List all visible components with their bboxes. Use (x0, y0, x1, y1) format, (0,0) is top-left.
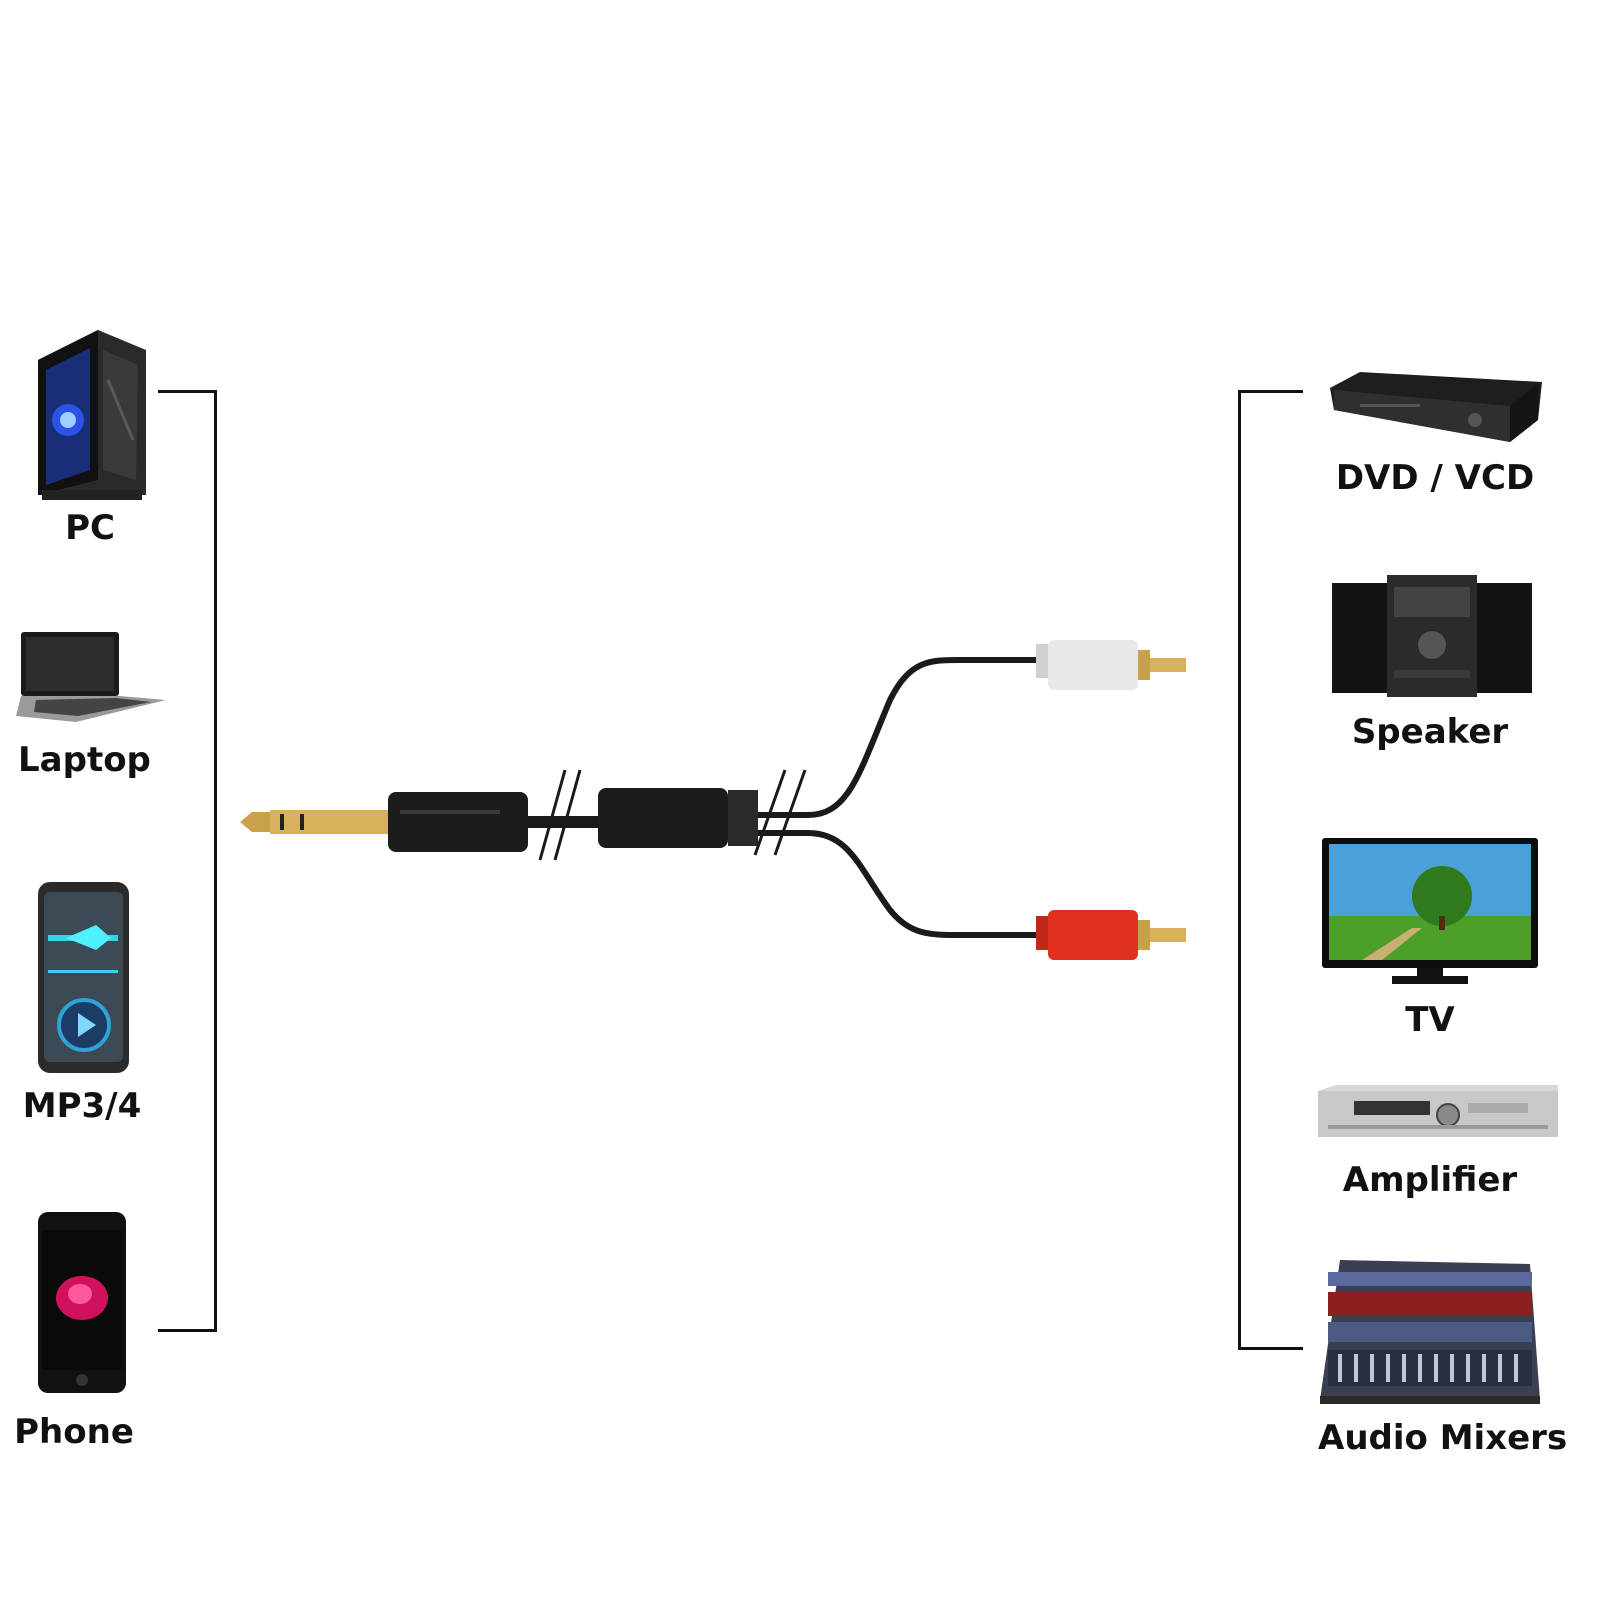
white-rca-plug-icon (1036, 640, 1186, 690)
source-label-pc: PC (65, 508, 115, 548)
pc-tower-icon (38, 330, 146, 500)
mp3-player-icon (38, 882, 129, 1073)
amplifier-icon (1318, 1085, 1558, 1137)
destination-label-speaker: Speaker (1351, 712, 1509, 752)
destination-bracket (1238, 390, 1303, 1350)
dvd-player-icon (1330, 372, 1542, 442)
red-rca-plug-icon (1036, 910, 1186, 960)
trs-plug-icon (240, 792, 528, 852)
source-bracket (158, 390, 217, 1332)
source-label-phone: Phone (14, 1412, 134, 1452)
destination-label-tv: TV (1405, 1000, 1455, 1040)
speaker-system-icon (1332, 575, 1532, 697)
audio-mixer-icon (1320, 1260, 1540, 1404)
source-label-mp3: MP3/4 (22, 1086, 142, 1126)
destination-label-dvd: DVD / VCD (1335, 458, 1535, 498)
tv-icon (1322, 838, 1538, 984)
destination-label-amplifier: Amplifier (1342, 1160, 1518, 1200)
destination-label-mixer: Audio Mixers (1318, 1418, 1568, 1458)
source-label-laptop: Laptop (18, 740, 151, 780)
phone-icon (38, 1212, 126, 1393)
cable-diagram (240, 640, 1186, 960)
laptop-icon (16, 632, 166, 722)
